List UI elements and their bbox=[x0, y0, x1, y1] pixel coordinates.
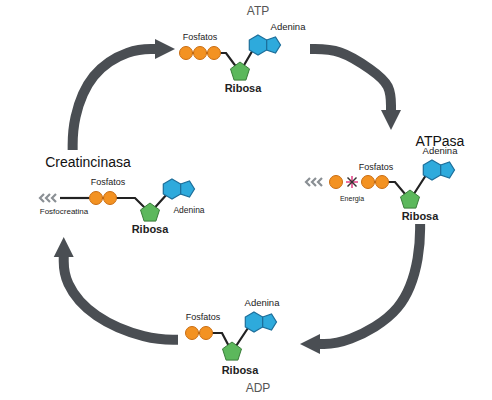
molecule-label: Ribosa bbox=[225, 82, 262, 94]
cycle-stage: ATPasaFosfatosEnergiaRibosaAdenina bbox=[300, 130, 482, 224]
cycle-stage: AdeninaFosfatosRibosaADP bbox=[178, 292, 300, 398]
molecule-label: Ribosa bbox=[402, 210, 439, 222]
cycle-stage: CreatincinasaFosfatosFosfocreatinaRibosa… bbox=[28, 150, 207, 237]
molecule-label: Fosfatos bbox=[91, 178, 126, 188]
molecule-label: Ribosa bbox=[132, 223, 169, 235]
atpase-molecule bbox=[306, 160, 455, 208]
molecule-label: ADP bbox=[246, 382, 271, 395]
molecule-label: ATP bbox=[247, 5, 269, 18]
molecule-label: Fosfatos bbox=[186, 313, 221, 323]
molecule-label: Fosfocreatina bbox=[40, 208, 88, 217]
creatine-kinase-molecule bbox=[40, 179, 195, 221]
cycle-arrow bbox=[73, 49, 155, 150]
molecule-label: Adenina bbox=[423, 146, 458, 156]
cycle-stage: ATP Fosfatos AdeninaRibosa bbox=[175, 2, 310, 96]
molecule-label: Ribosa bbox=[222, 364, 259, 376]
stage-title: Creatincinasa bbox=[45, 155, 131, 170]
adp-molecule bbox=[186, 312, 277, 360]
molecule-label: Adenina bbox=[173, 206, 204, 215]
molecule-label: Adenina bbox=[271, 22, 306, 32]
molecule-label: Energia bbox=[340, 195, 364, 203]
cycle-arrow bbox=[64, 257, 178, 340]
molecule-label: Adenina bbox=[245, 298, 280, 308]
cycle-arrow bbox=[320, 224, 420, 344]
molecule-label: Fosfatos bbox=[359, 163, 394, 173]
cycle-arrow bbox=[310, 49, 391, 110]
molecule-label: Fosfatos bbox=[183, 33, 218, 43]
